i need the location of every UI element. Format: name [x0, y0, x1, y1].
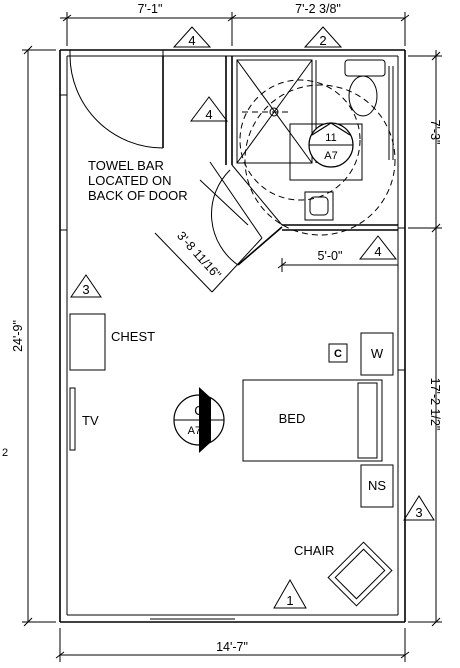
towel-note-line3: BACK OF DOOR [88, 188, 188, 203]
bathroom-door[interactable] [211, 169, 283, 266]
svg-text:4: 4 [205, 107, 212, 122]
tv[interactable]: TV [69, 387, 99, 451]
chair[interactable]: CHAIR [294, 541, 393, 607]
chest-label: CHEST [111, 329, 155, 344]
dim-right-upper: 7'-3" [428, 120, 442, 145]
tag-mid-right[interactable]: 4 [358, 235, 398, 260]
bed[interactable]: BED [242, 379, 383, 462]
edge-mark: 2 [2, 447, 8, 459]
chair-label: CHAIR [294, 543, 334, 558]
tag-left[interactable]: 3 [70, 274, 102, 298]
wardrobe-label: W [371, 346, 384, 361]
callout-bath-detail[interactable]: 11 A7 [308, 122, 354, 168]
svg-text:4: 4 [374, 244, 381, 259]
svg-text:1: 1 [286, 593, 293, 608]
nightstand-label: NS [368, 478, 386, 493]
tag-bottom[interactable]: 1 [273, 578, 307, 609]
tv-label: TV [82, 413, 99, 428]
bed-detail-num: C [194, 403, 203, 418]
c-box-label: C [334, 348, 342, 360]
entry-door[interactable] [69, 55, 164, 149]
svg-text:3: 3 [415, 505, 422, 520]
dimension-lines [22, 12, 442, 662]
nightstand[interactable]: NS [360, 464, 394, 508]
bed-detail-sheet: A7.1 [188, 425, 211, 437]
svg-text:4: 4 [188, 33, 195, 48]
dim-top-left: 7'-1" [138, 2, 163, 16]
svg-text:3: 3 [82, 282, 89, 297]
svg-text:2: 2 [319, 33, 326, 48]
bed-label: BED [279, 411, 306, 426]
dim-left-overall: 24'-9" [11, 320, 25, 352]
tag-top-right[interactable]: 2 [303, 26, 343, 48]
room-tags: 4 2 4 4 3 3 1 [70, 26, 435, 609]
tag-bath[interactable]: 4 [190, 96, 228, 122]
bath-detail-sheet: A7 [324, 150, 337, 162]
dim-right-lower: 17'-2 1/2" [428, 378, 442, 431]
dim-door-diagonal: 3'-8 11/16" [174, 229, 224, 282]
wardrobe[interactable]: W [360, 332, 394, 376]
towel-bar-note: TOWEL BAR LOCATED ON BACK OF DOOR [88, 158, 188, 203]
towel-note-line1: TOWEL BAR [88, 158, 164, 173]
dim-bottom-overall: 14'-7" [216, 640, 248, 654]
tag-right[interactable]: 3 [403, 495, 435, 521]
tag-top-left[interactable]: 4 [172, 26, 212, 48]
dim-bath-width: 5'-0" [318, 249, 343, 263]
chest[interactable]: CHEST [69, 313, 155, 371]
c-box[interactable]: C [328, 343, 348, 363]
bath-detail-num: 11 [325, 132, 336, 144]
dim-top-right: 7'-2 3/8" [295, 2, 341, 16]
towel-note-line2: LOCATED ON [88, 173, 172, 188]
callout-bed-detail[interactable]: C A7.1 [173, 387, 225, 453]
